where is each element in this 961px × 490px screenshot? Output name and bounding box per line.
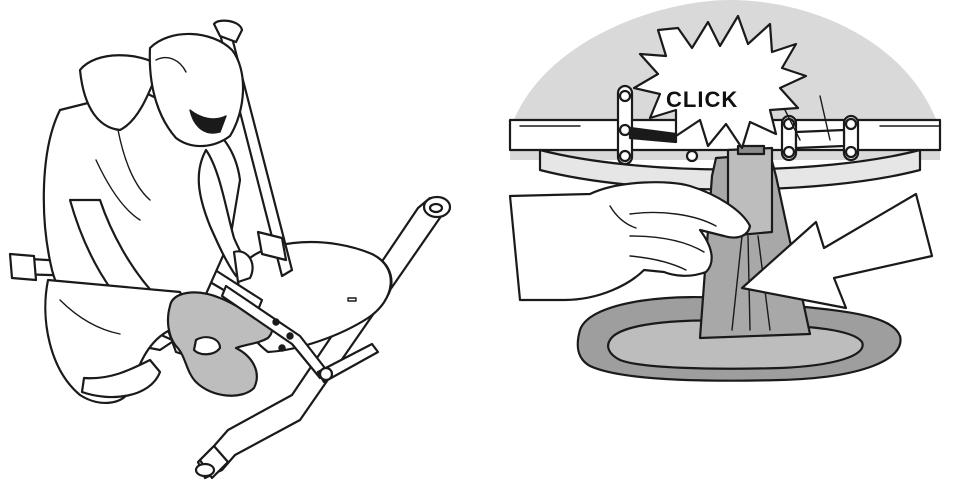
dish-slot (348, 298, 356, 301)
click-closeup-drawing: CLICK (480, 0, 961, 490)
kneeling-person-drawing (0, 0, 480, 490)
assembly-step-illustration-left (0, 0, 480, 490)
assembly-step-illustration-right: CLICK (480, 0, 961, 490)
click-label: CLICK (666, 87, 738, 112)
center-screw (687, 151, 697, 161)
